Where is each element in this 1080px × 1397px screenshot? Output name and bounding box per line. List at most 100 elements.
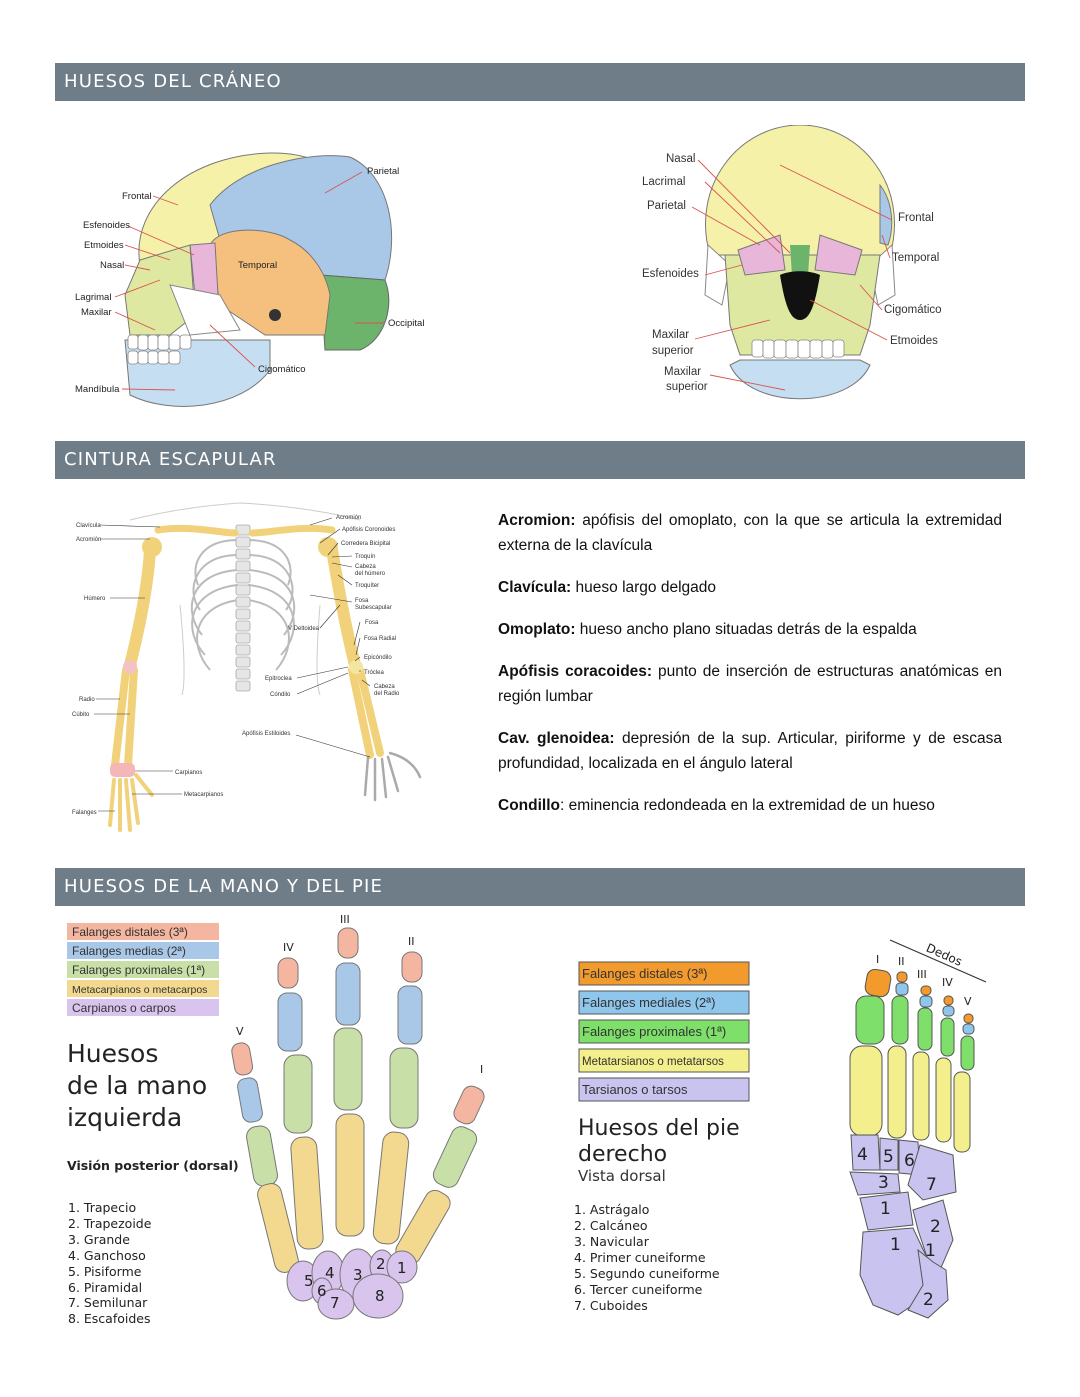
label-temporal: Temporal	[238, 260, 277, 271]
carpal-number: 6	[317, 1282, 327, 1300]
tarsal-number: 1	[880, 1199, 891, 1219]
tarsal-number: 1	[925, 1241, 936, 1261]
definition-term: Omoplato:	[498, 621, 576, 638]
definition-text: hueso ancho plano situadas detrás de la …	[575, 621, 917, 638]
carpal-number: 1	[397, 1259, 407, 1277]
label-occipital: Occipital	[388, 318, 424, 329]
definition-item: Cav. glenoidea: depresión de la sup. Art…	[498, 726, 1002, 776]
finger-numeral: I	[480, 1063, 483, 1076]
label-humero: Húmero	[84, 596, 106, 602]
legend-label: Falanges medias (2ª)	[72, 944, 186, 958]
label-metacarpianos: Metacarpianos	[184, 792, 223, 798]
legend-swatch	[67, 999, 219, 1016]
tarsal-number: 3	[878, 1173, 889, 1193]
skull-frontal-figure: Nasal Lacrimal Parietal Esfenoides Maxil…	[642, 125, 942, 400]
label-falanges: Falanges	[72, 810, 97, 816]
tarsal-number: 5	[883, 1147, 894, 1167]
foot-list-item: 5. Segundo cuneiforme	[574, 1266, 720, 1281]
definition-text: apófisis del omoplato, con la que se art…	[498, 512, 1002, 554]
label-etmoides-f: Etmoides	[890, 335, 938, 347]
definition-item: Apófisis coracoides: punto de inserción …	[498, 659, 1002, 709]
label-acromion-r: Acromión	[336, 515, 361, 521]
legend-label: Metatarsianos o metatarsos	[582, 1056, 724, 1068]
label-epicondilo: Epicóndilo	[364, 655, 392, 661]
legend-swatch	[578, 990, 750, 1015]
legend-swatch	[578, 1019, 750, 1044]
definitions-list: Acromion: apófisis del omoplato, con la …	[498, 508, 1002, 835]
carpal-number: 3	[353, 1266, 363, 1284]
label-cigomatico: Cigomático	[258, 364, 306, 375]
label-etmoides: Etmoides	[84, 240, 124, 251]
legend-label: Falanges mediales (2ª)	[582, 995, 715, 1010]
hand-title-line: izquierda	[67, 1103, 182, 1132]
label-radio: Radio	[79, 697, 95, 703]
hand-list-item: 7. Semilunar	[68, 1295, 148, 1310]
label-nasal-f: Nasal	[666, 153, 695, 165]
label-maxilar-f2: Maxilar	[664, 366, 701, 378]
legend-label: Falanges proximales (1ª)	[72, 963, 205, 977]
carpal-number: 5	[304, 1272, 314, 1290]
toe-numeral: II	[898, 955, 905, 968]
legend-swatch	[67, 942, 219, 959]
label-parietal: Parietal	[367, 166, 399, 177]
label-temporal-f: Temporal	[892, 252, 939, 264]
label-apofisis-coronoides: Apófisis Coronoides	[342, 527, 395, 533]
tarsal-number: 4	[857, 1145, 868, 1165]
label-cigomatico-f: Cigomático	[884, 304, 942, 316]
definition-item: Condillo: eminencia redondeada en la ext…	[498, 793, 1002, 818]
label-corredera-bicipital: Corredera Bicipital	[341, 541, 390, 547]
label-del-radio: del Radio	[374, 691, 400, 697]
shoulder-skeleton-figure: Clavícula Acromión Húmero Radio Cúbito F…	[72, 502, 422, 832]
label-fosa-sub: Fosa	[355, 598, 369, 604]
label-parietal-f: Parietal	[647, 200, 686, 212]
hand-title-line: Huesos	[67, 1039, 158, 1068]
legend-swatch	[67, 961, 219, 978]
label-lacrimal-f: Lacrimal	[642, 176, 685, 188]
finger-numeral: II	[408, 935, 415, 948]
toe-numeral: V	[964, 995, 972, 1008]
legend-label: Falanges distales (3ª)	[582, 966, 707, 981]
label-maxilar-f1: Maxilar	[652, 329, 689, 341]
hand-subtitle: Visión posterior (dorsal)	[67, 1158, 239, 1173]
hand-list-item: 8. Escafoides	[68, 1311, 151, 1326]
legend-label: Tarsianos o tarsos	[582, 1082, 688, 1097]
label-carpianos: Carpianos	[175, 770, 202, 776]
hand-list-item: 4. Ganchoso	[68, 1248, 146, 1263]
finger-numeral: III	[340, 913, 350, 926]
definition-term: Clavícula:	[498, 579, 572, 596]
definition-text: punto de inserción de estructuras anatóm…	[498, 663, 1002, 705]
hand-list-item: 3. Grande	[68, 1232, 130, 1247]
label-maxilar: Maxilar	[81, 307, 112, 318]
tarsal-number: 7	[926, 1175, 937, 1195]
foot-figure: Falanges distales (3ª) Falanges mediales…	[574, 939, 987, 1319]
carpal-number: 8	[375, 1287, 385, 1305]
label-superior-f1: superior	[652, 345, 694, 357]
label-nasal: Nasal	[100, 260, 124, 271]
label-lagrimal: Lagrimal	[75, 292, 111, 303]
label-epitroclea: Epitroclea	[265, 676, 292, 682]
section-header-skull: HUESOS DEL CRÁNEO	[55, 63, 1025, 101]
foot-title-line: derecho	[578, 1142, 667, 1167]
foot-subtitle: Vista dorsal	[578, 1167, 666, 1185]
section-header-hand-foot: HUESOS DE LA MANO Y DEL PIE	[55, 868, 1025, 906]
tarsal-number: 2	[923, 1290, 934, 1310]
legend-swatch	[578, 1077, 750, 1102]
finger-numeral: V	[236, 1025, 244, 1038]
skull-lateral-figure: Parietal Frontal Esfenoides Etmoides Nas…	[75, 152, 424, 407]
label-frontal-f: Frontal	[898, 212, 934, 224]
definition-item: Omoplato: hueso ancho plano situadas det…	[498, 617, 1002, 642]
hand-figure: Falanges distales (3ª) Falanges medias (…	[67, 913, 485, 1326]
foot-list-item: 7. Cuboides	[574, 1298, 648, 1313]
hand-list-item: 2. Trapezoide	[68, 1216, 152, 1231]
legend-label: Carpianos o carpos	[72, 1001, 176, 1015]
label-apofisis-estiloides: Apófisis Estiloides	[242, 731, 290, 737]
legend-swatch	[67, 923, 219, 940]
tarsal-number: 2	[930, 1217, 941, 1237]
definition-term: Acromion:	[498, 512, 576, 529]
legend-label: Metacarpianos o metacarpos	[72, 984, 207, 996]
label-fosa: Fosa	[365, 620, 379, 626]
section-header-shoulder: CINTURA ESCAPULAR	[55, 441, 1025, 479]
label-v-deltoidea: V Deltoidea	[288, 626, 320, 632]
label-esfenoides-f: Esfenoides	[642, 268, 699, 280]
foot-list-item: 1. Astrágalo	[574, 1202, 649, 1217]
